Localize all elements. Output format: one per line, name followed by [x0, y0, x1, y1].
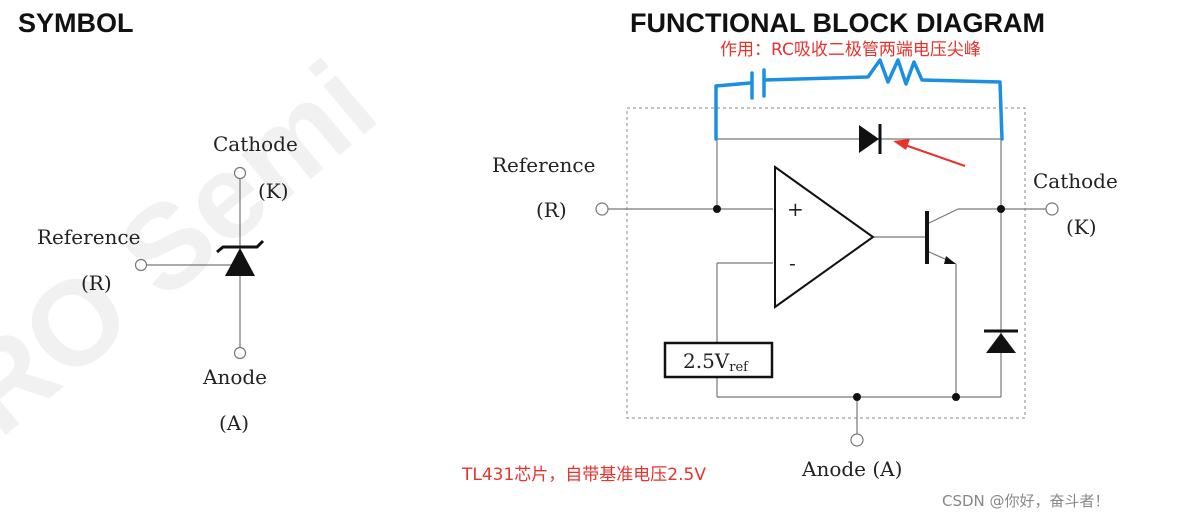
symbol-reference-label: Reference: [37, 225, 140, 249]
block-cathode-sym: (K): [1066, 215, 1097, 239]
zener-triangle: [225, 248, 255, 276]
transistor-symbol-icon: [925, 211, 956, 264]
package-outline: [626, 107, 1026, 419]
csdn-credit: CSDN @你好，奋斗者！: [942, 492, 1110, 510]
block-reference-label: Reference: [492, 153, 595, 177]
block-reference-sym: (R): [536, 198, 567, 222]
capacitor-left-lead: [714, 81, 752, 141]
collector-lead: [926, 208, 959, 225]
symbol-reference-sym: (R): [81, 271, 112, 295]
arrow-icon: [893, 139, 966, 167]
symbol-reference-terminal: [134, 258, 148, 272]
top-diode-icon: [859, 124, 882, 154]
wiring: [595, 138, 1059, 447]
junction-dot: [853, 393, 861, 401]
symbol-anode-terminal: [233, 346, 247, 360]
block-anode-label: Anode (A): [801, 457, 902, 481]
zener-bar: [216, 239, 265, 254]
protection-diode-triangle: [986, 333, 1016, 353]
rc-snubber-sketch: [714, 58, 1004, 141]
block-reference-terminal: [595, 202, 609, 216]
junction-dot: [713, 205, 721, 213]
top-diode-triangle: [859, 125, 879, 153]
opamp-minus-label: -: [789, 251, 796, 275]
symbol-section: [134, 166, 247, 360]
vref-box: [663, 341, 774, 379]
zener-symbol-icon: [216, 239, 265, 276]
symbol-anode-label: Anode: [202, 365, 267, 389]
symbol-anode-sym: (A): [219, 411, 249, 435]
arrow-shaft: [904, 144, 966, 167]
junction-dot: [952, 393, 960, 401]
block-cathode-label: Cathode: [1033, 169, 1118, 193]
rc-annotation: 作用：RC吸收二极管两端电压尖峰: [720, 40, 981, 60]
resistor-symbol-icon: [762, 58, 1004, 141]
junction-dot: [997, 205, 1005, 213]
block-diagram-heading: FUNCTIONAL BLOCK DIAGRAM: [630, 8, 1045, 38]
symbol-heading: SYMBOL: [18, 8, 134, 38]
symbol-cathode-label: Cathode: [213, 132, 298, 156]
arrow-head: [893, 139, 910, 150]
vref-label: 2.5Vref: [683, 349, 749, 375]
protection-diode-icon: [984, 329, 1018, 353]
chip-annotation: TL431芯片，自带基准电压2.5V: [461, 465, 706, 485]
opamp-symbol-icon: [774, 165, 875, 309]
emitter-arrow: [944, 256, 956, 264]
symbol-cathode-terminal: [233, 166, 247, 180]
opamp-plus-label: +: [787, 197, 804, 221]
block-cathode-terminal: [1045, 202, 1059, 216]
junction-dots: [713, 205, 1005, 401]
block-anode-terminal: [850, 433, 864, 447]
symbol-cathode-sym: (K): [258, 179, 289, 203]
